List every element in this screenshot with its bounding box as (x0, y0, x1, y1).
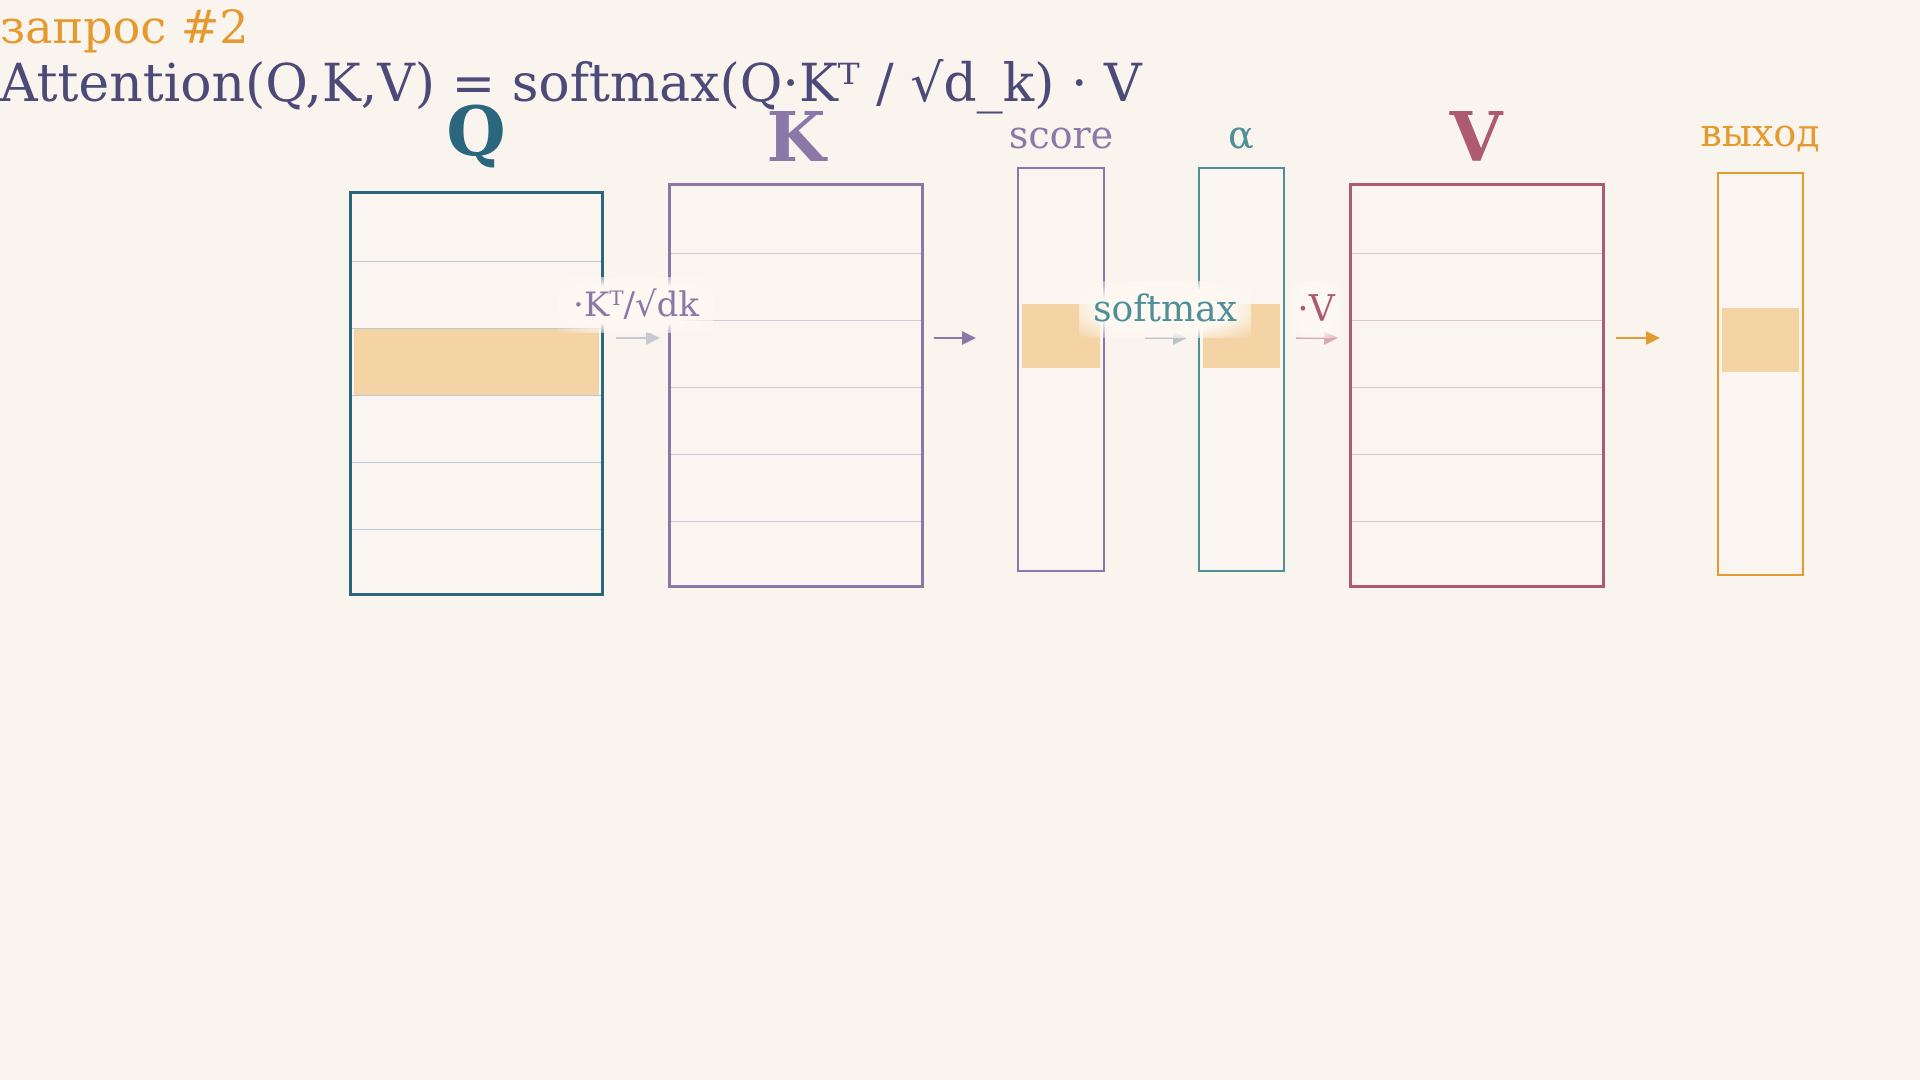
output-highlight (1722, 308, 1799, 372)
v-to-output-arrow (1616, 331, 1660, 345)
times-v-operation-label: ·V (1291, 281, 1341, 338)
q-highlight-row (354, 329, 599, 395)
k-row-divider (671, 521, 921, 522)
k-matrix (668, 183, 924, 588)
k-row-divider (671, 387, 921, 388)
query-label: запрос #2 (0, 0, 249, 54)
output-header: выход (1700, 111, 1820, 155)
k-row-divider (671, 253, 921, 254)
k-row-divider (671, 320, 921, 321)
k-header: K (766, 98, 826, 178)
q-row-divider (352, 261, 601, 262)
k-row-divider (671, 454, 921, 455)
scale-operation-label: ·Kᵀ/√dk (559, 277, 713, 333)
v-row-divider (1352, 320, 1602, 321)
q-row-divider (352, 328, 601, 329)
q-row-divider (352, 529, 601, 530)
v-row-divider (1352, 253, 1602, 254)
v-row-divider (1352, 454, 1602, 455)
k-to-score-arrow (934, 331, 976, 345)
v-matrix (1349, 183, 1605, 588)
q-row-divider (352, 462, 601, 463)
q-header: Q (446, 92, 506, 172)
q-matrix (349, 191, 604, 596)
score-header: score (1008, 113, 1114, 157)
score-vector (1017, 167, 1105, 572)
v-header: V (1449, 98, 1503, 178)
v-row-divider (1352, 387, 1602, 388)
alpha-vector (1198, 167, 1285, 572)
output-vector (1717, 172, 1804, 576)
q-row-divider (352, 395, 601, 396)
q-to-k-arrow (616, 331, 660, 345)
attention-formula: Attention(Q,K,V) = softmax(Q·Kᵀ / √d_k) … (0, 54, 1142, 114)
alpha-header: α (1228, 113, 1254, 157)
v-row-divider (1352, 521, 1602, 522)
softmax-operation-label: softmax (1079, 281, 1251, 338)
